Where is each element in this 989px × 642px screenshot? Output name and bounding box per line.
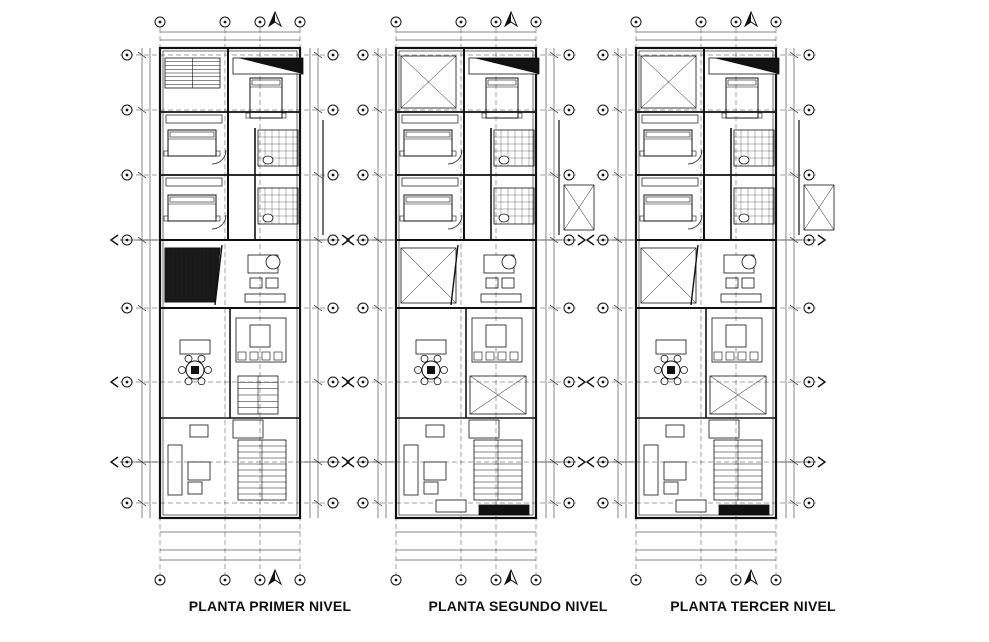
floor-plan-segundo [345,10,595,586]
master-bedroom [232,57,304,75]
living-room [167,424,211,496]
open-void [640,55,697,109]
north-arrow-icon [267,568,283,586]
plan-title-tercer: PLANTA TERCER NIVEL [670,598,836,614]
section-marker-icon [817,456,827,468]
hatched-area [164,247,221,303]
bed [481,77,523,119]
door-swing [211,214,227,230]
master-bedroom [708,57,780,75]
section-marker-icon [341,456,351,468]
section-marker-icon [345,456,355,468]
section-marker-icon [341,234,351,246]
north-arrow-icon [743,10,759,28]
stairs [164,57,221,89]
section-marker-icon [585,234,595,246]
open-void [400,247,457,304]
kitchen [235,317,287,363]
north-arrow-icon [503,568,519,586]
open-void [640,247,697,304]
kitchen [471,317,523,363]
section-marker-icon [577,234,587,246]
open-void [803,184,835,231]
section-marker-icon [817,234,827,246]
master-bedroom [468,57,540,75]
door-swing [211,149,227,165]
door-swing [687,149,703,165]
section-marker-icon [577,456,587,468]
floor-plan-tercer [585,10,835,586]
section-marker-icon [585,456,595,468]
bed [399,194,457,222]
dining-table [654,354,688,386]
bed [245,77,287,119]
bathroom [493,129,535,225]
stairs [237,375,279,415]
bathroom [733,129,775,225]
bed [639,129,697,157]
stairs [473,439,523,501]
section-marker-icon [109,456,119,468]
family-room-furniture [720,254,762,303]
door-swing [447,214,463,230]
dining-table [178,354,212,386]
open-void [469,375,527,415]
section-marker-icon [109,234,119,246]
door-swing [447,149,463,165]
section-marker-icon [817,376,827,388]
bed [721,77,763,119]
section-marker-icon [345,376,355,388]
living-room [643,424,687,496]
open-void [400,55,457,109]
family-room-furniture [244,254,286,303]
north-arrow-icon [503,10,519,28]
kitchen [711,317,763,363]
section-marker-icon [345,234,355,246]
bed [163,129,221,157]
open-void [709,375,767,415]
north-arrow-icon [267,10,283,28]
section-marker-icon [109,376,119,388]
bed [639,194,697,222]
family-room-furniture [480,254,522,303]
plan-title-primer: PLANTA PRIMER NIVEL [188,598,352,614]
bathroom [257,129,299,225]
bed [163,194,221,222]
door-swing [687,214,703,230]
stairs [713,439,763,501]
dining-table [414,354,448,386]
floor-plan-primer [109,10,351,586]
living-room [403,424,447,496]
bed [399,129,457,157]
open-void [563,184,595,231]
plan-title-segundo: PLANTA SEGUNDO NIVEL [428,598,608,614]
section-marker-icon [585,376,595,388]
north-arrow-icon [743,568,759,586]
section-marker-icon [577,376,587,388]
section-marker-icon [341,376,351,388]
stairs [237,439,287,501]
